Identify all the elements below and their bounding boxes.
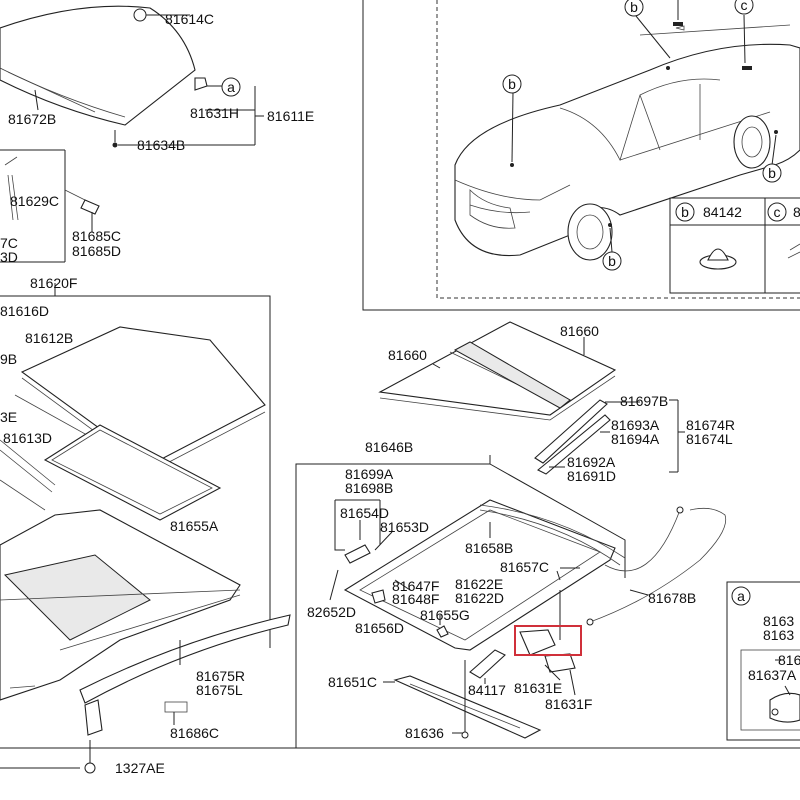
part-label-81698B: 81698B <box>345 480 393 496</box>
part-label-81636: 81636 <box>405 725 444 741</box>
part-label-81646B: 81646B <box>365 439 413 455</box>
callout-c-label: c <box>741 0 748 13</box>
mechanism-group <box>295 455 727 748</box>
detail-box-a: a <box>726 581 800 741</box>
part-label-81613D: 81613D <box>3 430 52 446</box>
part-label-81691D: 81691D <box>567 468 616 484</box>
part-label-81660-right: 81660 <box>560 323 599 339</box>
part-label-81647F: 81647F <box>392 578 439 594</box>
part-label-81692A: 81692A <box>567 454 616 470</box>
part-label-81674R: 81674R <box>686 417 735 433</box>
part-label-81674L: 81674L <box>686 431 733 447</box>
part-label-81655A: 81655A <box>170 518 219 534</box>
sunshade-group <box>378 321 617 421</box>
callout-c-1: c <box>734 0 754 15</box>
part-label-81693A: 81693A <box>611 417 660 433</box>
part-label-81697B: 81697B <box>620 393 668 409</box>
legend-c-partial: 8 <box>793 204 800 220</box>
part-label-7C: 7C <box>0 235 18 251</box>
highlight-box <box>514 625 582 656</box>
part-label-9B: 9B <box>0 351 17 367</box>
part-label-81614C: 81614C <box>165 11 214 27</box>
part-label-81651C: 81651C <box>328 674 377 690</box>
part-label-81675L: 81675L <box>196 682 243 698</box>
part-label-81611E: 81611E <box>267 108 314 124</box>
part-label-81616D: 81616D <box>0 303 49 319</box>
part-label-81658B: 81658B <box>465 540 513 556</box>
part-label-81637A: 81637A <box>748 667 797 683</box>
callout-b-4: b <box>762 163 782 183</box>
part-label-81634B: 81634B <box>137 137 185 153</box>
part-label-81699A: 81699A <box>345 466 394 482</box>
part-label-81675R: 81675R <box>196 668 245 684</box>
fastener-legend-table: b c 84142 8 <box>669 197 800 294</box>
callout-b-label: b <box>608 253 616 269</box>
part-label-81685C: 81685C <box>72 228 121 244</box>
part-label-81653D: 81653D <box>380 519 429 535</box>
callout-a-label: a <box>227 79 235 95</box>
part-label-3D: 3D <box>0 249 18 265</box>
roof-panel-group <box>0 5 264 148</box>
callout-b-2: b <box>502 74 522 94</box>
part-label-81657C: 81657C <box>500 559 549 575</box>
part-label-816: 816 <box>778 652 800 668</box>
part-label-81672B: 81672B <box>8 111 56 127</box>
drain-hose-box <box>0 149 100 263</box>
part-label-81685D: 81685D <box>72 243 121 259</box>
part-label-81655G: 81655G <box>420 607 470 623</box>
part-label-81629C: 81629C <box>10 193 59 209</box>
part-label-81694A: 81694A <box>611 431 660 447</box>
sunroof-assembly-group <box>0 283 291 774</box>
part-label-81631F: 81631F <box>545 696 592 712</box>
part-label-81648F: 81648F <box>392 591 439 607</box>
part-label-8163-a: 8163 <box>763 613 794 629</box>
part-label-84117: 84117 <box>468 682 506 698</box>
part-label-81622D: 81622D <box>455 590 504 606</box>
part-label-84142: 84142 <box>703 204 742 220</box>
part-label-82652D: 82652D <box>307 604 356 620</box>
callout-b-label: b <box>508 76 516 92</box>
legend-callout-c: c <box>774 204 781 220</box>
detail-callout-a: a <box>737 588 745 604</box>
callout-b-label: b <box>630 0 638 15</box>
part-label-1327AE: 1327AE <box>115 760 165 776</box>
part-label-81612B: 81612B <box>25 330 73 346</box>
part-label-81631E: 81631E <box>514 680 562 696</box>
callout-b-3: b <box>602 251 622 271</box>
weatherstrip-group <box>534 399 685 475</box>
part-label-81622E: 81622E <box>455 576 503 592</box>
part-label-3E: 3E <box>0 409 17 425</box>
callout-b-label: b <box>768 165 776 181</box>
part-label-81660-left: 81660 <box>388 347 427 363</box>
part-label-81656D: 81656D <box>355 620 404 636</box>
callout-b-1: b <box>624 0 644 17</box>
part-label-8163-b: 8163 <box>763 627 794 643</box>
legend-callout-b: b <box>681 204 689 220</box>
part-label-81678B: 81678B <box>648 590 696 606</box>
part-label-81654D: 81654D <box>340 505 389 521</box>
part-label-81686C: 81686C <box>170 725 219 741</box>
callout-a-top: a <box>221 77 241 97</box>
part-label-81620F: 81620F <box>30 275 77 291</box>
car-view-group <box>362 0 800 311</box>
part-label-81631H: 81631H <box>190 105 239 121</box>
